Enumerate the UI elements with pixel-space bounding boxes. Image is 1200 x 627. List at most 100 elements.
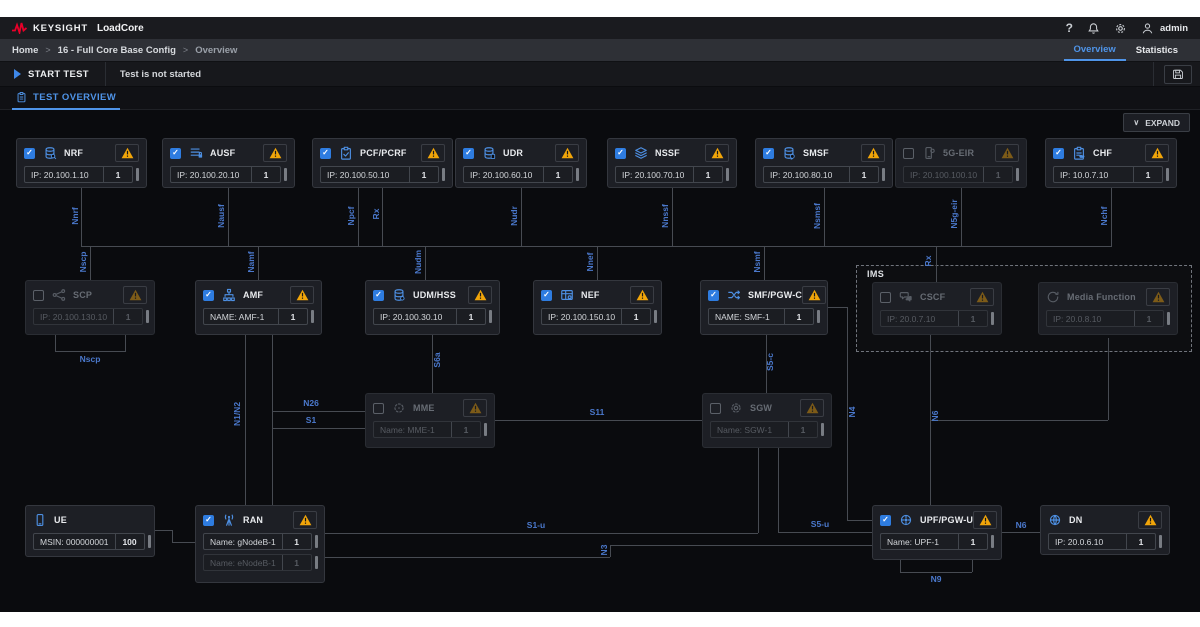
instance-count[interactable]: 1 (281, 555, 311, 570)
warning-icon[interactable] (290, 286, 314, 304)
field-value[interactable]: Name: SGW-1 (717, 424, 773, 435)
scrollbar-thumb[interactable] (314, 535, 318, 548)
start-test-button[interactable]: START TEST (0, 62, 105, 86)
instance-count[interactable]: 1 (113, 309, 142, 324)
udr-field-0[interactable]: IP: 20.100.60.10 1 (463, 166, 573, 183)
nef-checkbox[interactable]: ✓ (541, 289, 552, 301)
tab-statistics[interactable]: Statistics (1135, 44, 1178, 56)
smsf-checkbox[interactable]: ✓ (763, 147, 774, 159)
instance-count[interactable]: 1 (788, 422, 817, 437)
warning-icon[interactable] (263, 144, 287, 162)
warning-icon[interactable] (800, 399, 824, 417)
expand-button[interactable]: ∨ EXPAND (1123, 113, 1190, 132)
scrollbar-thumb[interactable] (1167, 312, 1170, 325)
tab-test-overview[interactable]: TEST OVERVIEW (12, 86, 121, 110)
warning-icon[interactable] (630, 286, 654, 304)
field-value[interactable]: IP: 20.100.1.10 (31, 169, 89, 180)
scrollbar-thumb[interactable] (147, 535, 151, 548)
instance-count[interactable]: 1 (409, 167, 438, 182)
ran-checkbox[interactable]: ✓ (203, 514, 214, 526)
field-value[interactable]: IP: 20.0.7.10 (887, 313, 936, 324)
field-value[interactable]: NAME: AMF-1 (210, 311, 265, 322)
pcf-field-0[interactable]: IP: 20.100.50.10 1 (320, 166, 439, 183)
scrollbar-thumb[interactable] (489, 310, 492, 323)
instance-count[interactable]: 1 (281, 534, 311, 549)
help-icon[interactable]: ? (1065, 21, 1074, 35)
scrollbar-thumb[interactable] (284, 168, 287, 181)
field-value[interactable]: IP: 20.100.80.10 (770, 169, 833, 180)
username[interactable]: admin (1160, 22, 1188, 34)
instance-count[interactable]: 1 (103, 167, 132, 182)
instance-count[interactable]: 1 (251, 167, 280, 182)
notifications-icon[interactable] (1087, 22, 1100, 35)
nrf-checkbox[interactable]: ✓ (24, 147, 35, 159)
field-value[interactable]: IP: 20.100.60.10 (470, 169, 533, 180)
breadcrumb-config[interactable]: 16 - Full Core Base Config (57, 44, 176, 56)
scrollbar-thumb[interactable] (576, 168, 579, 181)
field-value[interactable]: IP: 20.100.130.10 (40, 311, 108, 322)
tab-overview[interactable]: Overview (1063, 39, 1126, 61)
instance-count[interactable]: 1 (543, 167, 572, 182)
field-value[interactable]: IP: 20.0.6.10 (1055, 536, 1104, 547)
cscf-field-0[interactable]: IP: 20.0.7.10 1 (880, 310, 988, 327)
instance-count[interactable]: 1 (456, 309, 485, 324)
warning-icon[interactable] (115, 144, 139, 162)
field-value[interactable]: IP: 20.100.150.10 (548, 311, 616, 322)
scp-field-0[interactable]: IP: 20.100.130.10 1 (33, 308, 144, 325)
scrollbar-thumb[interactable] (136, 168, 139, 181)
warning-icon[interactable] (1138, 511, 1162, 529)
amf-checkbox[interactable]: ✓ (203, 289, 214, 301)
scrollbar-thumb[interactable] (146, 310, 150, 323)
scrollbar-thumb[interactable] (726, 168, 729, 181)
warning-icon[interactable] (468, 286, 492, 304)
udr-checkbox[interactable]: ✓ (463, 147, 474, 159)
instance-count[interactable]: 1 (784, 309, 813, 324)
settings-icon[interactable] (1114, 22, 1127, 35)
smf-checkbox[interactable]: ✓ (708, 289, 719, 301)
warning-icon[interactable] (555, 144, 579, 162)
mme-checkbox[interactable] (373, 402, 384, 414)
ausf-checkbox[interactable]: ✓ (170, 147, 181, 159)
scrollbar-thumb[interactable] (991, 312, 994, 325)
field-value[interactable]: IP: 20.100.30.10 (380, 311, 443, 322)
warning-icon[interactable] (705, 144, 729, 162)
instance-count[interactable]: 1 (958, 311, 987, 326)
scrollbar-thumb[interactable] (991, 535, 994, 548)
chf-field-0[interactable]: IP: 10.0.7.10 1 (1053, 166, 1163, 183)
warning-icon[interactable] (293, 511, 317, 529)
pcf-checkbox[interactable]: ✓ (320, 147, 331, 159)
field-value[interactable]: IP: 20.100.50.10 (327, 169, 390, 180)
field-value[interactable]: IP: 10.0.7.10 (1060, 169, 1109, 180)
instance-count[interactable]: 1 (621, 309, 650, 324)
field-value[interactable]: MSIN: 000000001 (40, 536, 109, 547)
field-value[interactable]: IP: 20.0.8.10 (1053, 313, 1102, 324)
instance-count[interactable]: 1 (1133, 167, 1162, 182)
scrollbar-thumb[interactable] (442, 168, 445, 181)
udm-field-0[interactable]: IP: 20.100.30.10 1 (373, 308, 486, 325)
scrollbar-thumb[interactable] (1166, 168, 1169, 181)
scrollbar-thumb[interactable] (311, 310, 314, 323)
field-value[interactable]: IP: 20.100.70.10 (622, 169, 685, 180)
field-value[interactable]: Name: gNodeB-1 (210, 536, 276, 547)
warning-icon[interactable] (463, 399, 487, 417)
